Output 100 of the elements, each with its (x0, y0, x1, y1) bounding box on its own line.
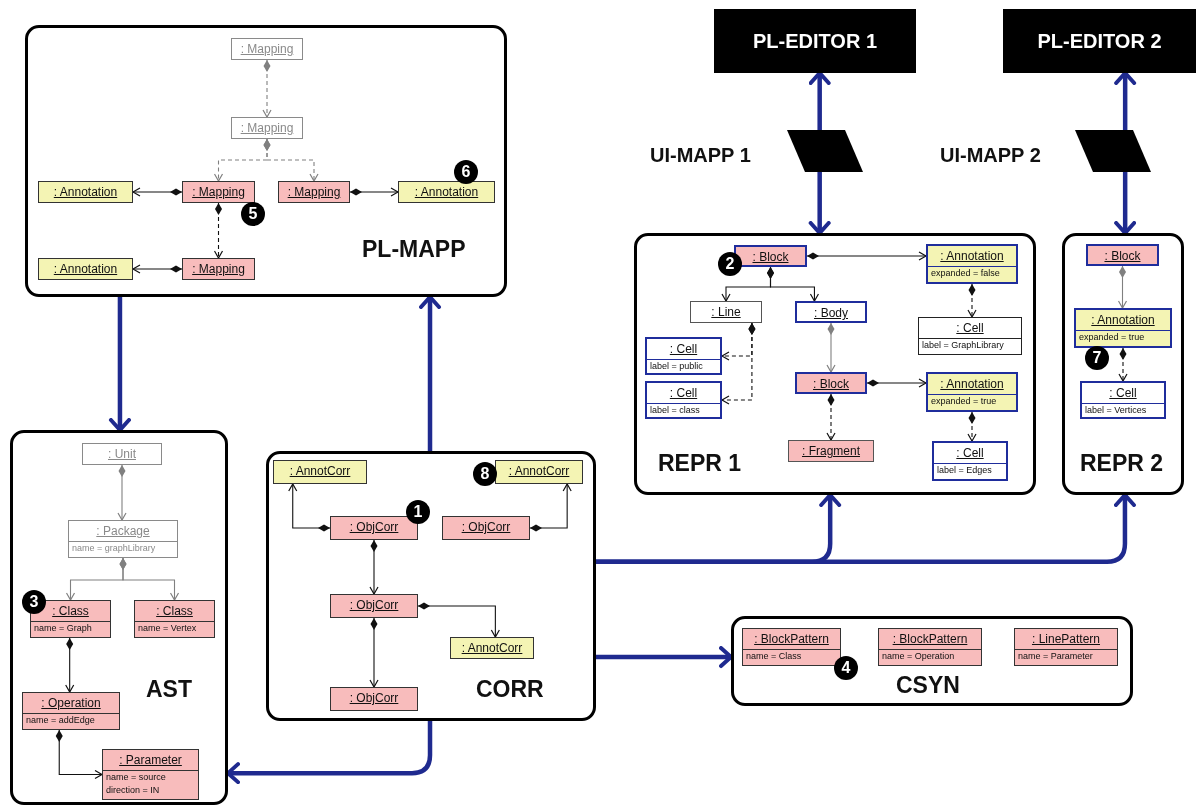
object-name: : Fragment (801, 443, 861, 460)
attribute-text: name = Graph (31, 621, 110, 635)
attribute-text: name = Parameter (1015, 649, 1117, 663)
object-box (878, 628, 982, 666)
attribute-text: label = class (647, 403, 720, 417)
object-name: : Package (95, 523, 151, 540)
attribute-text: name = Vertex (135, 621, 214, 635)
callout-number: 5 (241, 202, 265, 226)
composition-arrow (721, 322, 756, 405)
composition-arrow (529, 483, 572, 532)
object-name: : Annotation (939, 376, 1005, 393)
editor-box (1003, 9, 1196, 73)
object-box (102, 749, 199, 800)
arrow (1114, 71, 1137, 130)
callout-number: 2 (718, 252, 742, 276)
object-name: : Annotation (413, 184, 480, 201)
object-name: : Annotation (1090, 312, 1156, 329)
model-panel (634, 233, 1036, 495)
object-name: : ObjCorr (348, 597, 400, 614)
composition-arrow (767, 266, 820, 302)
object-box (273, 460, 367, 484)
composition-arrow (1117, 265, 1128, 309)
object-box (442, 516, 530, 540)
object-box (68, 520, 178, 558)
object-box (926, 244, 1018, 284)
object-name: : Block (812, 376, 850, 393)
object-box (645, 337, 722, 375)
composition-arrow (55, 729, 103, 780)
object-box (82, 443, 162, 465)
callout-number: 1 (406, 500, 430, 524)
arrow (226, 721, 433, 785)
node-caption: UI-MAPP 1 (650, 144, 751, 167)
object-box (231, 38, 303, 60)
object-name: : Body (813, 305, 849, 322)
object-name: : ObjCorr (348, 690, 400, 707)
object-name: : Line (710, 304, 742, 321)
object-name: : Mapping (239, 120, 295, 137)
object-box (795, 301, 867, 323)
object-name: : Operation (40, 695, 102, 712)
object-name: : Mapping (191, 184, 246, 201)
model-panel (1062, 233, 1184, 495)
object-box (450, 637, 534, 659)
composition-arrow (117, 464, 127, 521)
parallelogram-shape (787, 130, 863, 172)
object-box (182, 181, 255, 203)
callout-number: 8 (473, 462, 497, 486)
object-name: : Mapping (286, 184, 342, 201)
composition-arrow (369, 617, 379, 688)
composition-arrow (263, 138, 319, 182)
object-box (330, 594, 418, 618)
composition-arrow (132, 264, 183, 274)
panel-title: REPR 2 (1080, 450, 1164, 477)
object-name: : BlockPattern (753, 631, 830, 648)
callout-number: 3 (22, 590, 46, 614)
attribute-text: expanded = true (1076, 330, 1170, 344)
object-name: : Block (1103, 248, 1142, 265)
composition-arrow (288, 483, 331, 532)
composition-arrow (806, 251, 927, 261)
object-name: : Annotation (939, 248, 1005, 265)
object-box (1014, 628, 1118, 666)
object-name: : Mapping (239, 41, 295, 58)
attribute-text: name = source (103, 770, 198, 784)
composition-arrow (213, 202, 224, 259)
composition-arrow (826, 322, 836, 373)
panel-title: REPR 1 (658, 450, 742, 477)
attribute-text: expanded = true (928, 394, 1016, 408)
panel-title: PL-MAPP (362, 236, 466, 263)
arrow (108, 297, 131, 432)
attribute-text: label = Edges (934, 463, 1006, 477)
object-box (38, 181, 133, 203)
object-box (932, 441, 1008, 481)
object-box (134, 600, 215, 638)
composition-arrow (65, 637, 75, 693)
callout-number: 6 (454, 160, 478, 184)
composition-arrow (967, 283, 977, 318)
composition-arrow (967, 411, 977, 442)
node-caption: UI-MAPP 2 (940, 144, 1041, 167)
object-name: : BlockPattern (891, 631, 969, 648)
attribute-text: label = public (647, 359, 720, 373)
attribute-text: direction = IN (105, 784, 161, 797)
object-box (742, 628, 841, 666)
composition-arrow (349, 187, 399, 197)
arrow (808, 172, 831, 235)
object-box (645, 381, 722, 419)
editor-box (714, 9, 916, 73)
object-box (926, 372, 1018, 412)
object-name: : Class (155, 603, 194, 620)
object-name: : ObjCorr (460, 519, 512, 536)
object-box (1086, 244, 1159, 266)
object-name: : Annotation (52, 184, 119, 201)
parallelogram-shape (1075, 130, 1151, 172)
panel-title: CSYN (896, 672, 960, 699)
object-box (38, 258, 133, 280)
object-box (1074, 308, 1172, 348)
callout-number: 7 (1085, 346, 1109, 370)
object-box (918, 317, 1022, 355)
object-box (495, 460, 583, 484)
object-box (330, 516, 418, 540)
object-name: : Block (751, 249, 790, 266)
model-panel (731, 616, 1133, 706)
